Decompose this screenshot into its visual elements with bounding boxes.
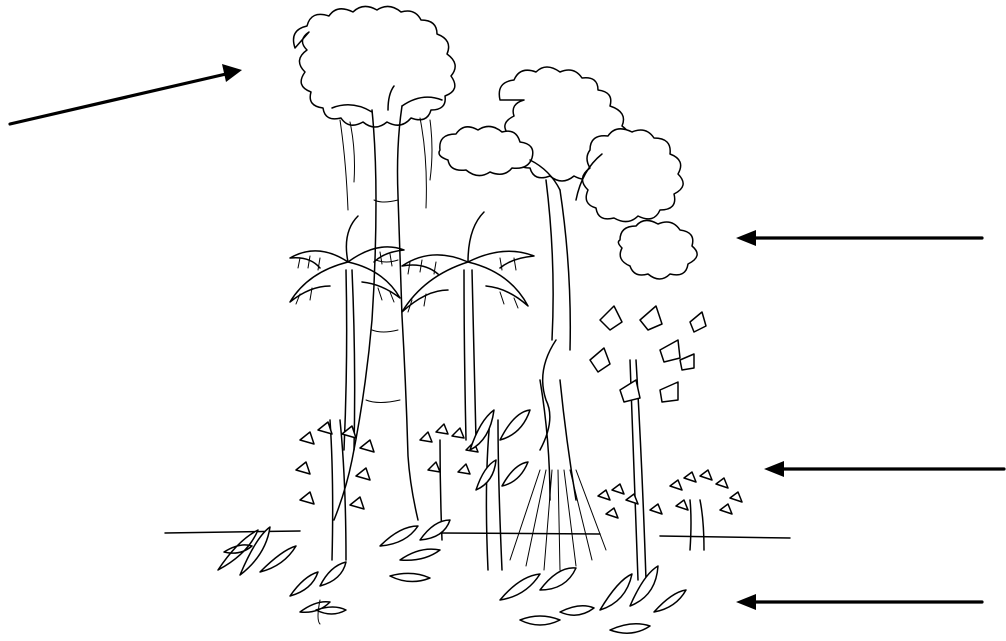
arrow-canopy <box>736 230 982 246</box>
floor-plant-1 <box>218 527 296 575</box>
leafy-plant <box>470 410 530 570</box>
ground-line <box>165 531 790 538</box>
floor-plant-3 <box>380 520 450 582</box>
arrow-understory <box>764 461 1004 477</box>
palm-center <box>402 212 534 440</box>
floor-plant-4 <box>500 568 594 625</box>
emergent-tree <box>294 6 456 520</box>
floor-plant-2 <box>290 562 346 624</box>
canopy-trees <box>439 67 697 350</box>
buttress-tree <box>510 340 606 570</box>
arrow-forest-floor <box>736 594 982 610</box>
floor-plant-5 <box>600 566 686 633</box>
shrub-left <box>296 420 374 560</box>
shrub-mid-right <box>598 484 662 518</box>
palm-left <box>290 216 404 450</box>
understory-tree <box>590 306 706 580</box>
arrow-emergent <box>10 64 242 124</box>
shrub-right <box>670 470 742 550</box>
